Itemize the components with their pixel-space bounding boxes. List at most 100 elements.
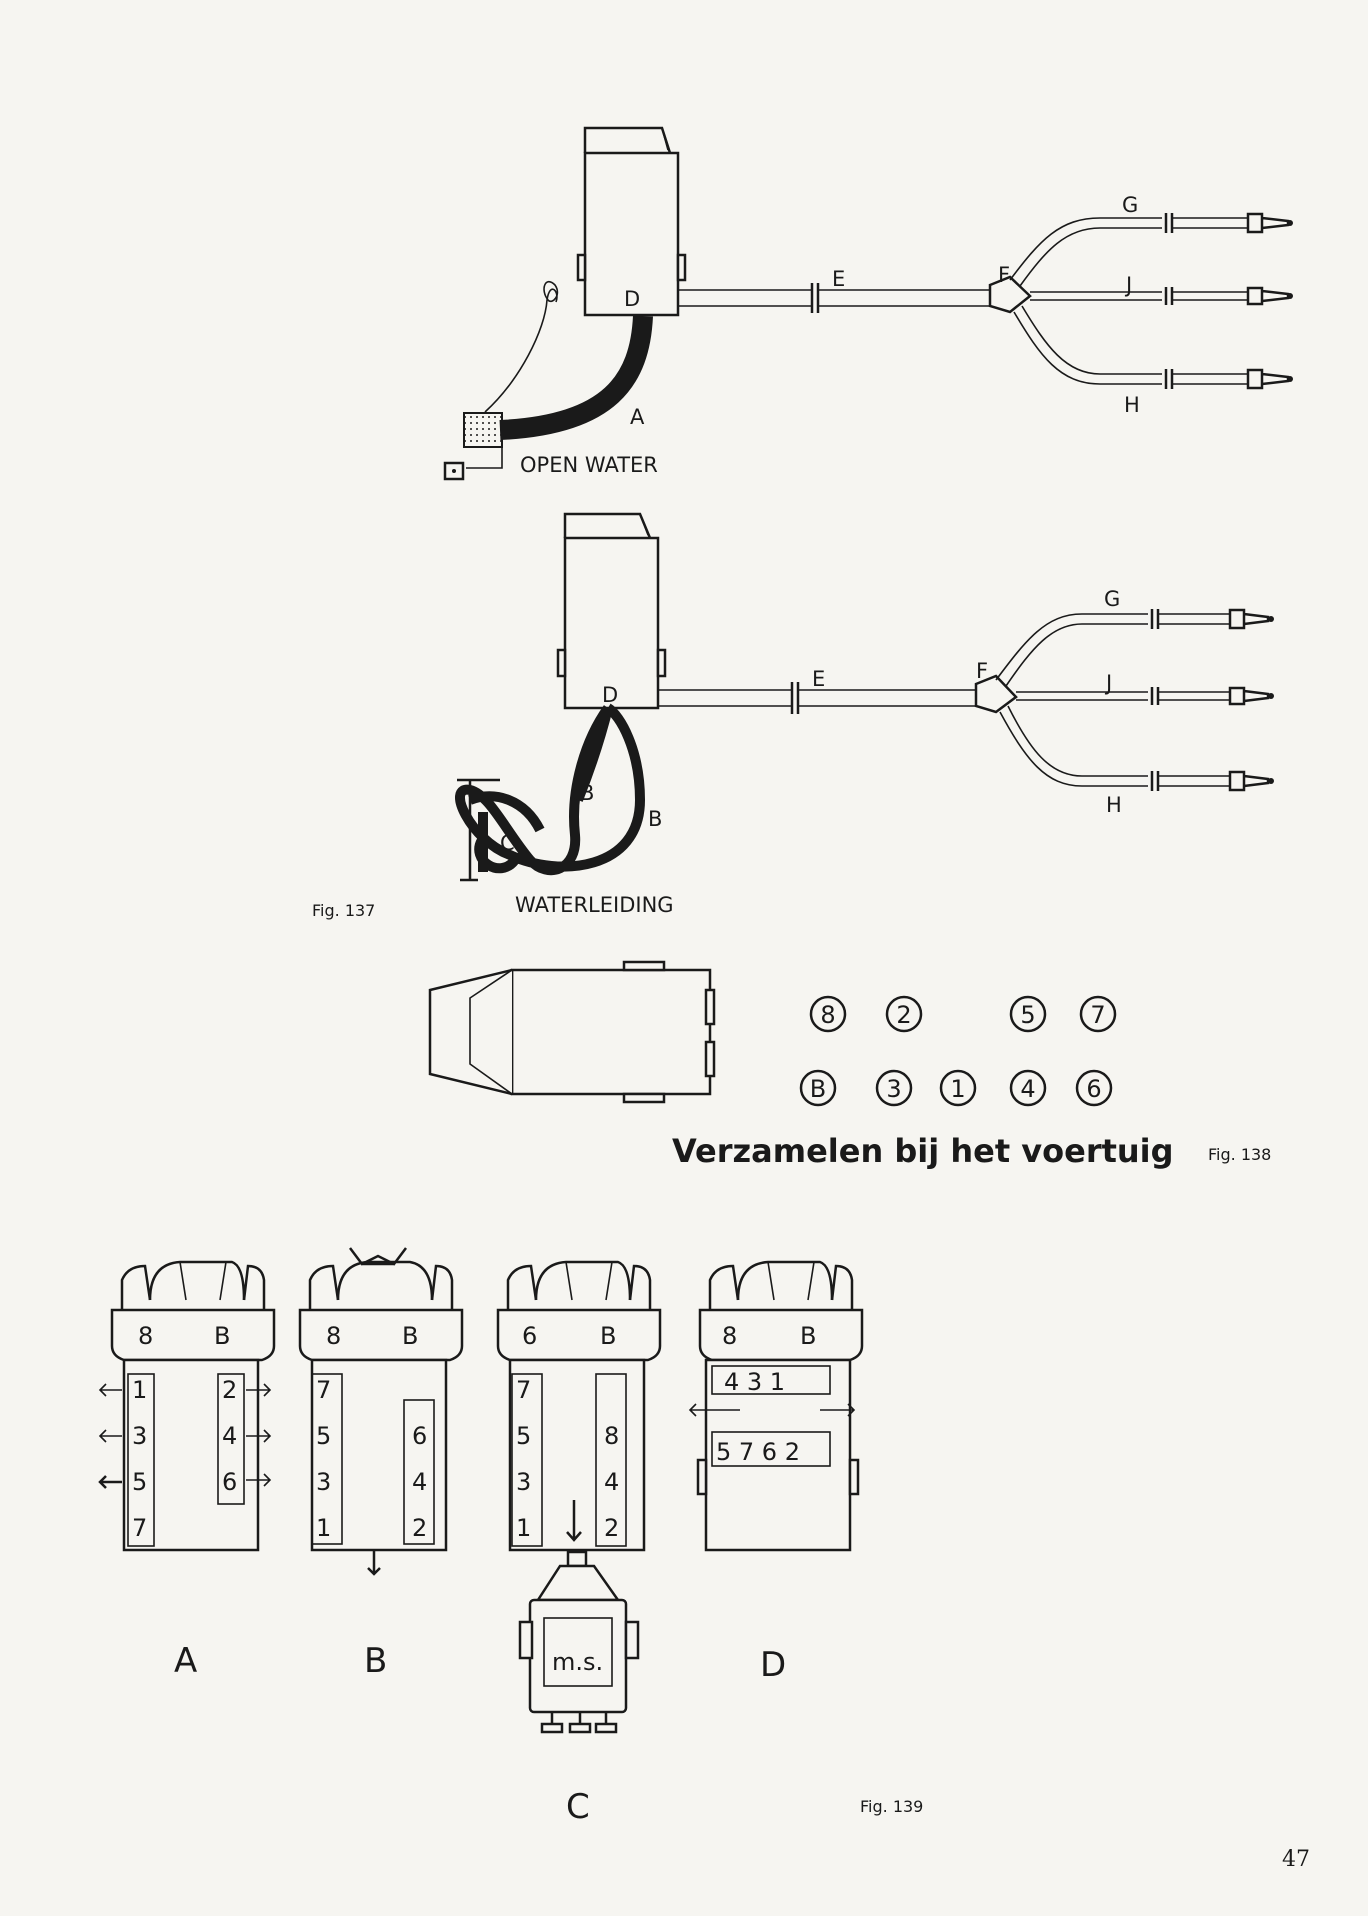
exit-arrow — [367, 1550, 381, 1576]
label-e-bottom: E — [812, 667, 825, 691]
crew-position: 3 — [875, 1069, 913, 1107]
divider-f-top — [988, 275, 1032, 314]
branch-hoses-top — [1009, 213, 1248, 389]
svg-text:3: 3 — [132, 1422, 147, 1450]
label-g-top: G — [1122, 193, 1138, 217]
label-j-bottom: J — [1104, 671, 1112, 695]
crew-position: 4 — [1009, 1069, 1047, 1107]
label-c-standpipe: C — [500, 831, 515, 855]
crew-position: 2 — [885, 995, 923, 1033]
label-e-top: E — [832, 267, 845, 291]
svg-text:6: 6 — [522, 1322, 537, 1350]
fig139-vehicle-d: 8 B 4 3 1 5 7 6 2 D — [688, 1260, 864, 1685]
svg-text:2: 2 — [604, 1514, 619, 1542]
svg-text:1: 1 — [132, 1376, 147, 1404]
label-f-bottom: F — [976, 659, 988, 683]
svg-text:7: 7 — [316, 1376, 331, 1404]
label-d-bottom: D — [602, 683, 618, 707]
page-number: 47 — [1282, 1847, 1310, 1872]
svg-text:4: 4 — [1020, 1075, 1035, 1103]
exit-arrows — [688, 1403, 856, 1417]
label-d-top: D — [624, 287, 640, 311]
svg-text:8: 8 — [138, 1322, 153, 1350]
standpipe-c — [457, 778, 545, 882]
fig138-caption: Fig. 138 — [1208, 1145, 1271, 1164]
fig137-top-diagram: D E F G J H A OPEN WATER — [443, 126, 1293, 481]
label-h-top: H — [1124, 393, 1140, 417]
svg-text:1: 1 — [950, 1075, 965, 1103]
pump-unit-top — [576, 126, 687, 317]
svg-text:5: 5 — [1020, 1001, 1035, 1029]
fig138-vehicle — [428, 960, 716, 1104]
svg-text:2: 2 — [896, 1001, 911, 1029]
crew-position: 7 — [1079, 995, 1117, 1033]
vehicle-d-label: D — [760, 1645, 786, 1685]
svg-text:2: 2 — [222, 1376, 237, 1404]
exit-arrows — [98, 1383, 272, 1489]
svg-text:8: 8 — [820, 1001, 835, 1029]
svg-text:B: B — [800, 1322, 816, 1350]
svg-text:4: 4 — [604, 1468, 619, 1496]
fig137-caption: Fig. 137 — [312, 901, 375, 920]
rope-line — [484, 288, 558, 413]
svg-text:4 3 1: 4 3 1 — [724, 1368, 785, 1396]
hose-b-loop — [455, 703, 646, 876]
nozzles-bottom — [1228, 608, 1274, 792]
svg-text:7: 7 — [132, 1514, 147, 1542]
suction-hose-a — [499, 315, 653, 440]
svg-text:5 7 6 2: 5 7 6 2 — [716, 1438, 800, 1466]
delivery-hose-e-top — [678, 283, 990, 313]
label-b1: B — [580, 781, 594, 805]
svg-text:4: 4 — [412, 1468, 427, 1496]
svg-text:4: 4 — [222, 1422, 237, 1450]
svg-text:6: 6 — [1086, 1075, 1101, 1103]
fig139-vehicle-c: 6 B 7 5 3 1 8 4 2 m.s. C — [496, 1260, 662, 1827]
svg-text:3: 3 — [516, 1468, 531, 1496]
label-g-bottom: G — [1104, 587, 1120, 611]
svg-text:3: 3 — [316, 1468, 331, 1496]
svg-text:8: 8 — [326, 1322, 341, 1350]
crew-position: B — [799, 1069, 837, 1107]
vehicle-a-label: A — [174, 1641, 197, 1681]
fig138-crew-positions: 8 2 5 7 B 3 1 4 6 — [799, 995, 1117, 1107]
strainer — [463, 412, 503, 448]
fig139-vehicle-a: 8 B 1 3 5 7 2 4 6 A — [98, 1260, 276, 1681]
fig139-vehicle-b: 8 B 7 5 3 1 6 4 2 B — [298, 1247, 464, 1681]
svg-text:2: 2 — [412, 1514, 427, 1542]
svg-text:1: 1 — [316, 1514, 331, 1542]
svg-text:5: 5 — [132, 1468, 147, 1496]
vehicle-c-label: C — [566, 1787, 590, 1827]
crew-position: 5 — [1009, 995, 1047, 1033]
label-j-top: J — [1124, 273, 1132, 297]
crew-position: 8 — [809, 995, 847, 1033]
svg-text:7: 7 — [1090, 1001, 1105, 1029]
delivery-hose-e-bottom — [658, 682, 976, 714]
svg-text:6: 6 — [222, 1468, 237, 1496]
label-h-bottom: H — [1106, 793, 1122, 817]
crew-position: 1 — [939, 1069, 977, 1107]
label-b2: B — [648, 807, 662, 831]
fig138-instruction: Verzamelen bij het voertuig — [672, 1132, 1174, 1170]
svg-text:B: B — [214, 1322, 230, 1350]
exit-arrow — [566, 1500, 582, 1542]
nozzles-top — [1246, 212, 1293, 390]
svg-text:6: 6 — [412, 1422, 427, 1450]
divider-f-bottom — [974, 674, 1018, 714]
svg-text:5: 5 — [316, 1422, 331, 1450]
svg-text:7: 7 — [516, 1376, 531, 1404]
crew-position: 6 — [1075, 1069, 1113, 1107]
svg-text:5: 5 — [516, 1422, 531, 1450]
svg-text:B: B — [810, 1075, 826, 1103]
motor-pump-ms: m.s. — [518, 1550, 640, 1734]
svg-text:8: 8 — [722, 1322, 737, 1350]
label-waterleiding: WATERLEIDING — [515, 893, 674, 917]
svg-text:1: 1 — [516, 1514, 531, 1542]
label-open-water: OPEN WATER — [520, 453, 658, 477]
svg-text:B: B — [600, 1322, 616, 1350]
svg-text:3: 3 — [886, 1075, 901, 1103]
label-a: A — [630, 405, 645, 429]
fig139-caption: Fig. 139 — [860, 1797, 923, 1816]
vehicle-b-label: B — [364, 1641, 387, 1681]
